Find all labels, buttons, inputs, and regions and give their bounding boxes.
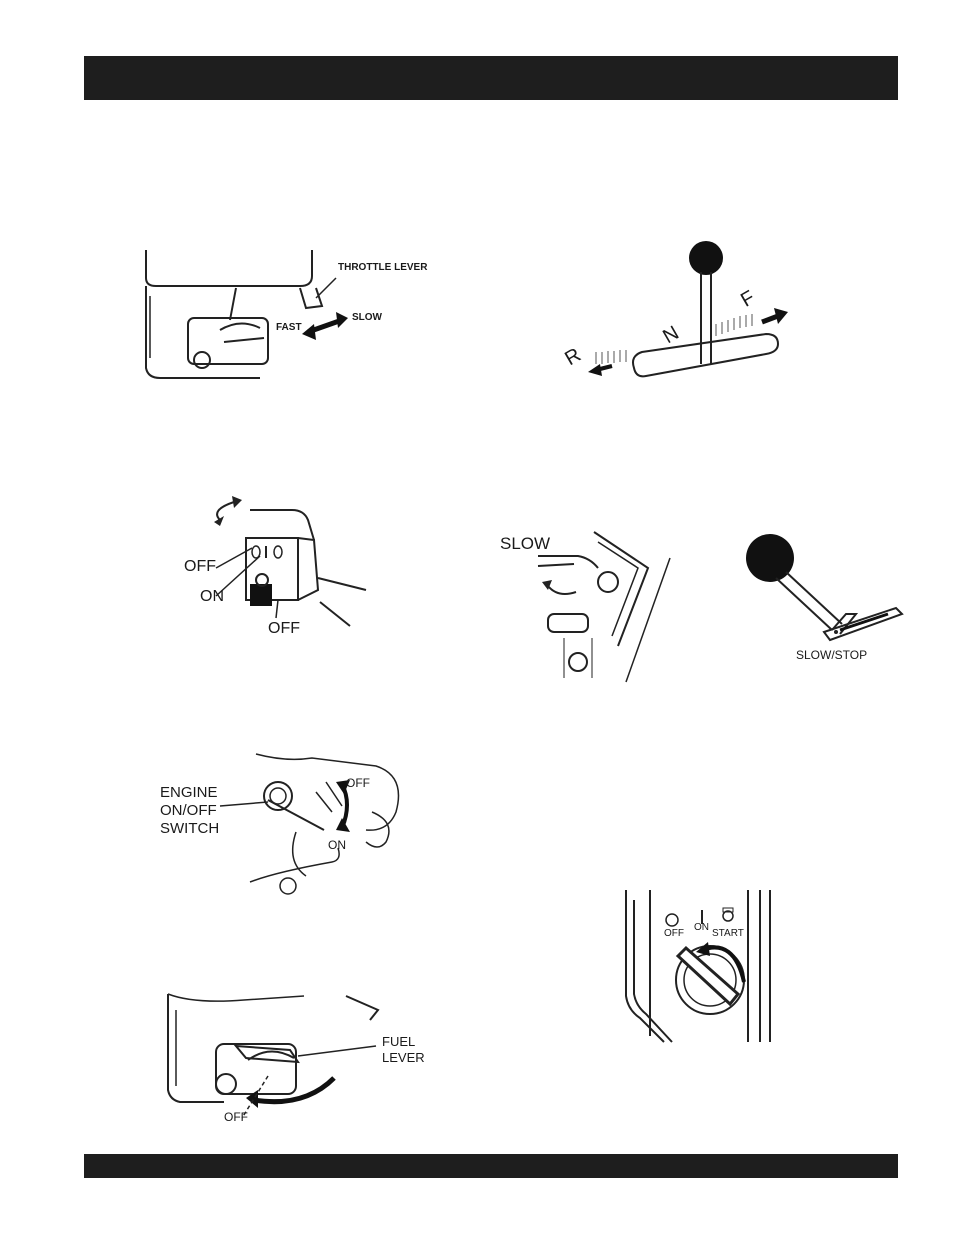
rocker-off-bottom-label: OFF [268, 620, 300, 638]
key-switch-figure: OFF ON START [620, 886, 774, 1044]
rocker-off-top-label: OFF [184, 558, 216, 576]
footer-bar [84, 1154, 898, 1178]
slow-stop-figure: SLOW/STOP [746, 534, 906, 664]
key-off-label: OFF [664, 928, 684, 939]
rocker-on-label: ON [200, 588, 224, 606]
fuel-lever-figure: FUEL LEVER OFF [164, 990, 434, 1126]
fnr-lever-figure: R N F [556, 236, 796, 386]
key-on-label: ON [694, 922, 709, 933]
engine-switch-line1: ENGINE [160, 784, 218, 801]
key-switch-drawing [620, 886, 774, 1044]
fuel-lever-line2: LEVER [382, 1050, 425, 1065]
fnr-lever-drawing [556, 236, 796, 386]
fuel-off-label: OFF [224, 1110, 248, 1124]
key-start-label: START [712, 928, 744, 939]
engine-switch-off-label: OFF [346, 776, 370, 790]
slow-lever-figure: SLOW [498, 528, 678, 682]
engine-switch-figure: ENGINE ON/OFF SWITCH OFF ON [156, 752, 412, 908]
rocker-switch-figure: OFF ON OFF [180, 490, 380, 640]
fast-label: FAST [276, 322, 302, 333]
slow-stop-label: SLOW/STOP [796, 648, 867, 662]
engine-switch-on-label: ON [328, 838, 346, 852]
throttle-lever-label: THROTTLE LEVER [338, 262, 427, 273]
engine-switch-line2: ON/OFF [160, 802, 217, 819]
throttle-lever-figure: THROTTLE LEVER FAST SLOW [140, 248, 440, 388]
fuel-lever-line1: FUEL [382, 1034, 415, 1049]
slow-stop-drawing [746, 534, 906, 664]
header-bar [84, 56, 898, 100]
slow-label: SLOW [500, 534, 550, 554]
slow-label: SLOW [352, 312, 382, 323]
engine-switch-line3: SWITCH [160, 820, 219, 837]
